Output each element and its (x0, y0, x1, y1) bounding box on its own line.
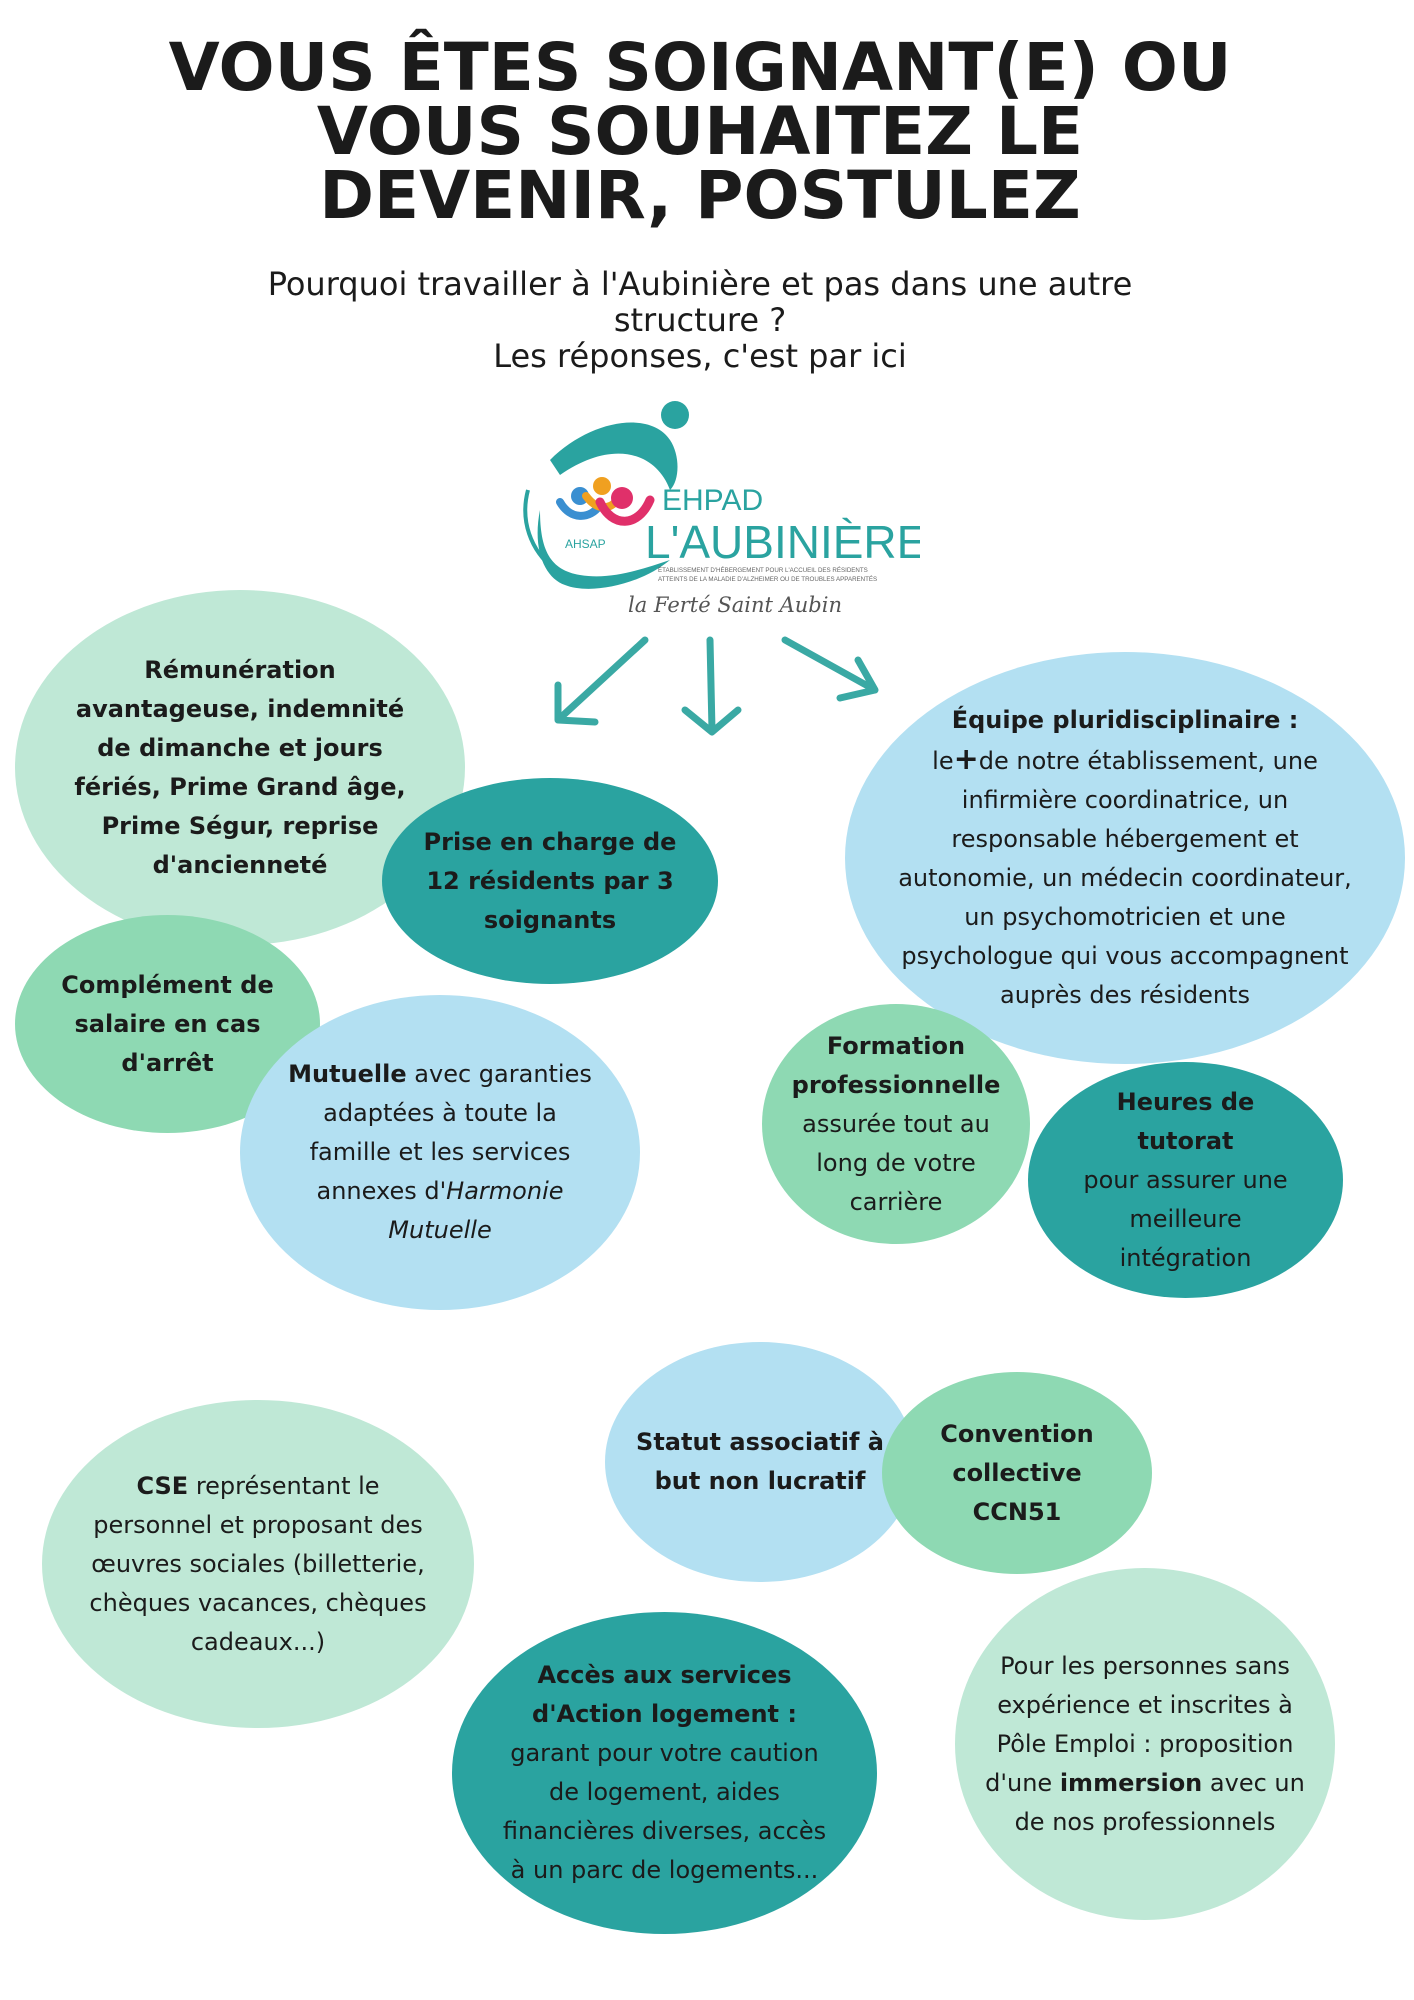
cse-title: CSE (136, 1471, 189, 1500)
subtitle-question: Pourquoi travailler à l'Aubinière et pas… (267, 265, 1133, 339)
mutuelle-title: Mutuelle (288, 1060, 407, 1088)
subtitle-answer: Les réponses, c'est par ici (493, 337, 907, 375)
logo-tagline-1: ÉTABLISSEMENT D'HÉBERGEMENT POUR L'ACCUE… (658, 567, 868, 574)
prise-en-charge-text: Prise en charge de 12 résidents par 3 so… (423, 827, 677, 934)
equipe-title: Équipe pluridisciplinaire : (951, 706, 1299, 734)
page-title: VOUS ÊTES SOIGNANT(E) OU VOUS SOUHAITEZ … (168, 29, 1232, 234)
formation-text: assurée tout au long de votre carrière (802, 1109, 990, 1216)
arrow-down-icon (681, 636, 742, 736)
statut-text: Statut associatif à but non lucratif (636, 1428, 884, 1495)
bubble-immersion: Pour les personnes sans expérience et in… (955, 1568, 1335, 1920)
immersion-text-2: avec un de nos professionnels (1014, 1768, 1305, 1836)
bubble-formation: Formation professionnelle assurée tout a… (762, 1004, 1030, 1244)
immersion-bold: immersion (1059, 1768, 1203, 1797)
bubble-logement: Accès aux services d'Action logement : g… (452, 1612, 877, 1934)
bubble-tutorat: Heures de tutorat pour assurer une meill… (1028, 1062, 1343, 1298)
logo-figure-pink-icon (611, 487, 633, 509)
complement-text: Complément de salaire en cas d'arrêt (61, 970, 274, 1077)
logo-brand-small: EHPAD (662, 484, 763, 517)
bubble-equipe: Équipe pluridisciplinaire : le+de notre … (845, 652, 1405, 1064)
bubble-statut: Statut associatif à but non lucratif (605, 1342, 915, 1582)
bubble-complement: Complément de salaire en cas d'arrêt (15, 915, 320, 1133)
bubble-convention: Convention collective CCN51 (882, 1372, 1152, 1574)
bubble-prise-en-charge: Prise en charge de 12 résidents par 3 so… (382, 778, 718, 984)
arrow-right-icon (781, 636, 879, 702)
logo-figure-orange-icon (593, 477, 611, 495)
bubble-mutuelle: Mutuelle avec garanties adaptées à toute… (240, 995, 640, 1310)
logo-location: la Ferté Saint Aubin (628, 593, 842, 617)
logo-tagline-2: ATTEINTS DE LA MALADIE D'ALZHEIMER OU DE… (658, 576, 877, 583)
tutorat-title: Heures de tutorat (1116, 1087, 1255, 1155)
arrows-graphic (554, 636, 879, 736)
formation-title: Formation professionnelle (791, 1031, 1001, 1099)
ehpad-logo: AHSAP EHPAD L'AUBINIÈRE ÉTABLISSEMENT D'… (523, 401, 920, 617)
convention-text: Convention collective CCN51 (940, 1419, 1094, 1526)
logement-title: Accès aux services d'Action logement : (532, 1661, 797, 1728)
mutuelle-italic: Harmonie Mutuelle (388, 1177, 564, 1244)
page-subtitle: Pourquoi travailler à l'Aubinière et pas… (200, 266, 1200, 374)
mutuelle-text: avec garanties adaptées à toute la famil… (309, 1060, 592, 1205)
equipe-text: de notre établissement, une infirmière c… (898, 747, 1352, 1009)
logo-org-text: AHSAP (565, 537, 606, 551)
cse-text: représentant le personnel et proposant d… (89, 1471, 427, 1656)
arrow-left-icon (554, 636, 649, 726)
bubble-cse: CSE représentant le personnel et proposa… (42, 1400, 474, 1728)
immersion-text-1: Pour les personnes sans expérience et in… (985, 1651, 1294, 1797)
logement-text: garant pour votre caution de logement, a… (502, 1739, 827, 1884)
tutorat-text: pour assurer une meilleure intégration (1083, 1165, 1288, 1272)
remuneration-text: Rémunération avantageuse, indemnité de d… (74, 655, 406, 879)
logo-brand-name: L'AUBINIÈRE (645, 516, 920, 568)
plus-icon: + (953, 742, 979, 777)
equipe-pre: le (932, 747, 954, 775)
logo-swoosh-icon (550, 422, 678, 490)
logo-dot-icon (661, 401, 689, 429)
